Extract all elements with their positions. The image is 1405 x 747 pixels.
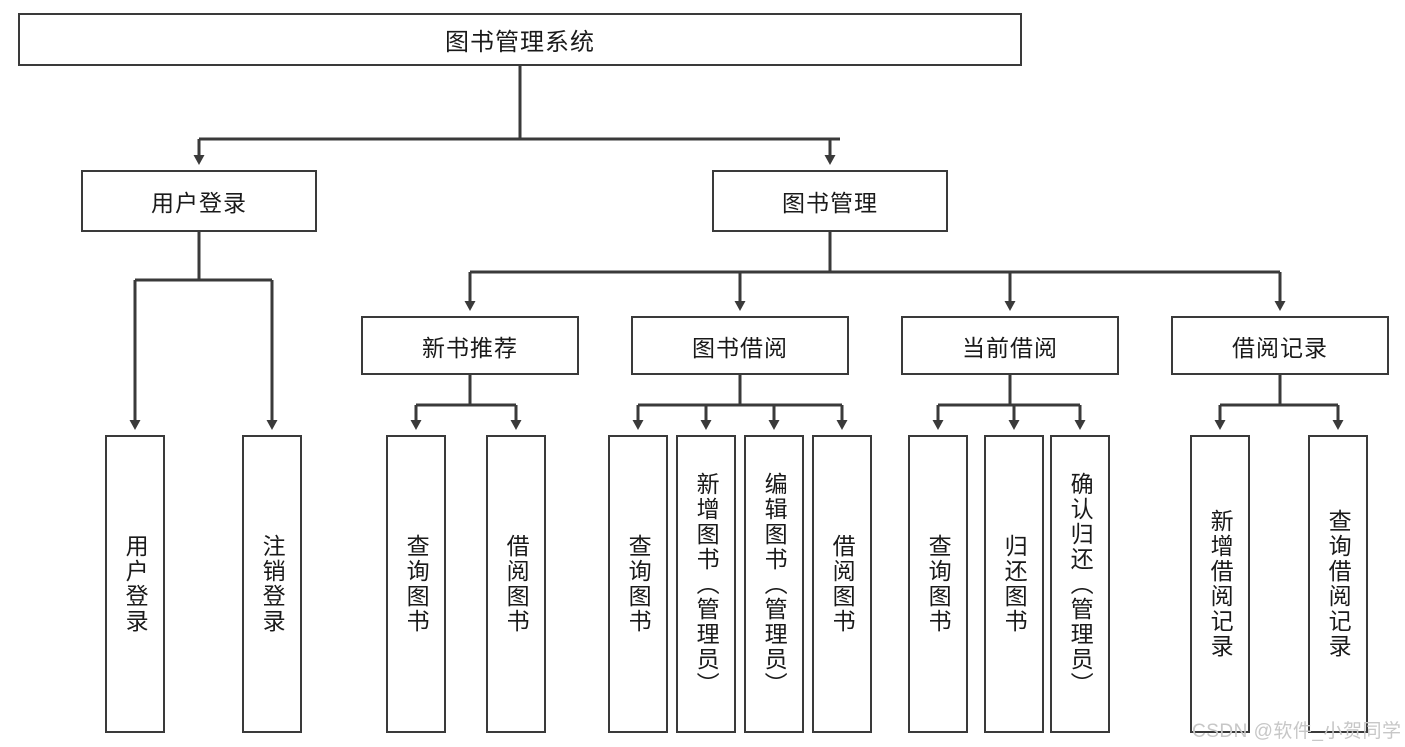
node-leaf-logout[interactable]: 注销登录 — [242, 435, 302, 733]
node-leaf-query-book-3-label: 查询图书 — [925, 534, 952, 634]
node-book-manage-label: 图书管理 — [782, 190, 878, 216]
node-book-manage[interactable]: 图书管理 — [712, 170, 948, 232]
node-new-book-rec-label: 新书推荐 — [422, 334, 518, 361]
node-leaf-add-book-label: 新增图书（管理员） — [693, 471, 720, 697]
node-leaf-confirm-return-label: 确认归还（管理员） — [1067, 471, 1094, 697]
node-leaf-borrow-book-1-label: 借阅图书 — [503, 534, 530, 634]
node-leaf-add-book[interactable]: 新增图书（管理员） — [676, 435, 736, 733]
node-leaf-add-record[interactable]: 新增借阅记录 — [1190, 435, 1250, 733]
node-user-login[interactable]: 用户登录 — [81, 170, 317, 232]
node-book-borrow[interactable]: 图书借阅 — [631, 316, 849, 375]
node-borrow-record[interactable]: 借阅记录 — [1171, 316, 1389, 375]
node-leaf-query-record[interactable]: 查询借阅记录 — [1308, 435, 1368, 733]
node-current-borrow[interactable]: 当前借阅 — [901, 316, 1119, 375]
node-leaf-return-book[interactable]: 归还图书 — [984, 435, 1044, 733]
node-new-book-rec[interactable]: 新书推荐 — [361, 316, 579, 375]
node-leaf-borrow-book-2-label: 借阅图书 — [829, 534, 856, 634]
node-root-label: 图书管理系统 — [445, 29, 595, 56]
node-user-login-label: 用户登录 — [151, 190, 247, 216]
node-leaf-logout-label: 注销登录 — [259, 534, 286, 634]
node-leaf-query-book-2[interactable]: 查询图书 — [608, 435, 668, 733]
node-leaf-borrow-book-1[interactable]: 借阅图书 — [486, 435, 546, 733]
node-leaf-query-book-1-label: 查询图书 — [403, 534, 430, 634]
watermark: CSDN @软件_小贺同学 — [1192, 716, 1401, 743]
node-leaf-query-book-1[interactable]: 查询图书 — [386, 435, 446, 733]
node-leaf-return-book-label: 归还图书 — [1001, 534, 1028, 634]
node-current-borrow-label: 当前借阅 — [962, 334, 1058, 361]
node-root[interactable]: 图书管理系统 — [18, 13, 1022, 66]
node-leaf-add-record-label: 新增借阅记录 — [1207, 509, 1234, 659]
watermark-text: CSDN @软件_小贺同学 — [1192, 721, 1402, 742]
node-leaf-user-login[interactable]: 用户登录 — [105, 435, 165, 733]
node-borrow-record-label: 借阅记录 — [1232, 334, 1328, 361]
node-leaf-borrow-book-2[interactable]: 借阅图书 — [812, 435, 872, 733]
node-leaf-query-book-2-label: 查询图书 — [625, 534, 652, 634]
node-leaf-edit-book[interactable]: 编辑图书（管理员） — [744, 435, 804, 733]
node-leaf-user-login-label: 用户登录 — [122, 534, 149, 634]
node-leaf-confirm-return[interactable]: 确认归还（管理员） — [1050, 435, 1110, 733]
node-book-borrow-label: 图书借阅 — [692, 334, 788, 361]
node-leaf-edit-book-label: 编辑图书（管理员） — [761, 471, 788, 697]
node-leaf-query-record-label: 查询借阅记录 — [1325, 509, 1352, 659]
node-leaf-query-book-3[interactable]: 查询图书 — [908, 435, 968, 733]
